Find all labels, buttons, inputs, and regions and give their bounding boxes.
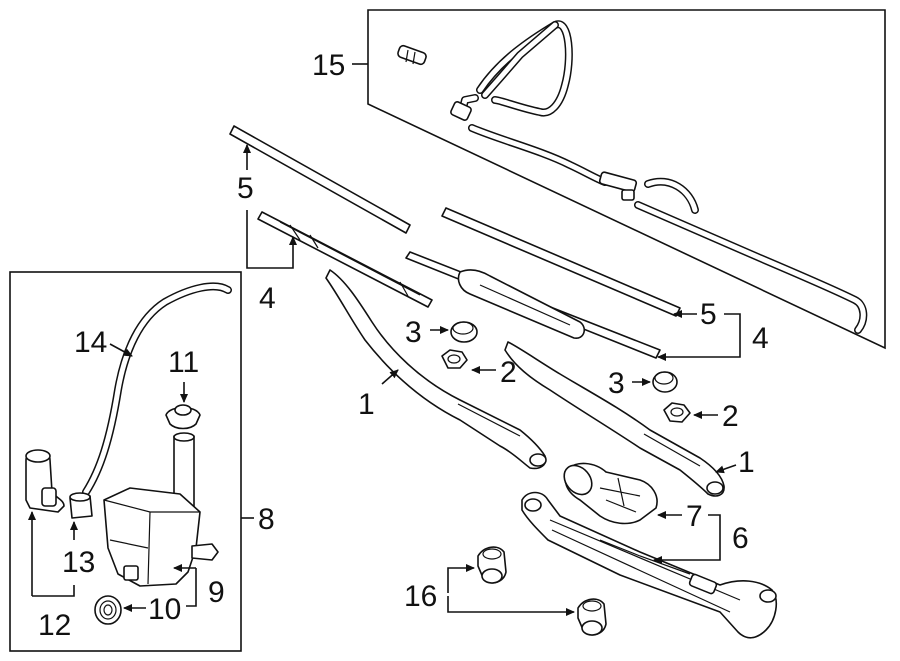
callout-15: 15 <box>312 49 345 82</box>
wiper-linkage <box>521 491 778 639</box>
callout-6-bracket <box>653 514 721 564</box>
callout-14: 14 <box>74 326 107 359</box>
callout-14-arrow <box>109 343 133 357</box>
wiper-arm-left <box>325 269 547 470</box>
callout-3a: 3 <box>405 316 422 349</box>
callout-8: 8 <box>258 503 275 536</box>
callout-7: 7 <box>686 500 703 533</box>
wiper-arm-right <box>504 341 725 497</box>
reservoir-cap <box>165 404 201 430</box>
callout-6: 6 <box>732 522 749 555</box>
callout-2b: 2 <box>722 400 739 433</box>
callout-4b-bracket <box>657 313 741 361</box>
callout-3b: 3 <box>608 367 625 400</box>
washer-reservoir-hose <box>82 282 232 496</box>
wiper-motor <box>563 462 658 525</box>
callout-16-bracket-bottom <box>447 596 575 616</box>
callout-16: 16 <box>404 580 437 613</box>
callout-1b-arrow <box>715 464 737 474</box>
callout-12: 12 <box>38 609 71 642</box>
hose-connector <box>397 44 427 66</box>
wiper-blade-insert-right <box>441 207 681 317</box>
washer-hose <box>450 20 868 334</box>
wiper-blade-left <box>257 211 433 308</box>
washer-nozzle-2 <box>577 598 607 636</box>
reservoir-grommet <box>94 595 122 625</box>
washer-reservoir <box>103 432 219 587</box>
wiper-arm-nut-1 <box>441 349 468 369</box>
wiper-arm-cap-2 <box>652 371 678 393</box>
callout-1b: 1 <box>738 446 755 479</box>
washer-pump <box>25 449 65 513</box>
callout-11: 11 <box>168 346 199 379</box>
callout-9-bracket <box>186 568 197 607</box>
callout-1a-arrow <box>381 369 399 385</box>
wiper-arm-nut-2 <box>663 402 691 423</box>
washer-hose-group-box <box>367 9 886 350</box>
callout-4a: 4 <box>259 282 276 315</box>
wiper-arm-cap-1 <box>450 321 478 343</box>
callout-12-bracket <box>32 585 75 597</box>
wiper-blade-insert-left <box>229 125 411 234</box>
callout-9: 9 <box>208 576 225 609</box>
pump-grommet <box>69 492 93 519</box>
callout-2a: 2 <box>500 356 517 389</box>
callout-4b: 4 <box>752 322 769 355</box>
callout-1a: 1 <box>358 388 375 421</box>
washer-nozzle-1 <box>477 546 507 584</box>
washer-reservoir-group-box <box>9 271 242 652</box>
callout-13: 13 <box>62 546 95 579</box>
callout-5b: 5 <box>700 298 717 331</box>
callout-5a: 5 <box>237 172 254 205</box>
wiper-blade-right <box>405 251 661 359</box>
callout-16-bracket-top <box>447 564 475 593</box>
callout-10: 10 <box>148 593 181 626</box>
callout-4a-bracket <box>246 210 297 269</box>
